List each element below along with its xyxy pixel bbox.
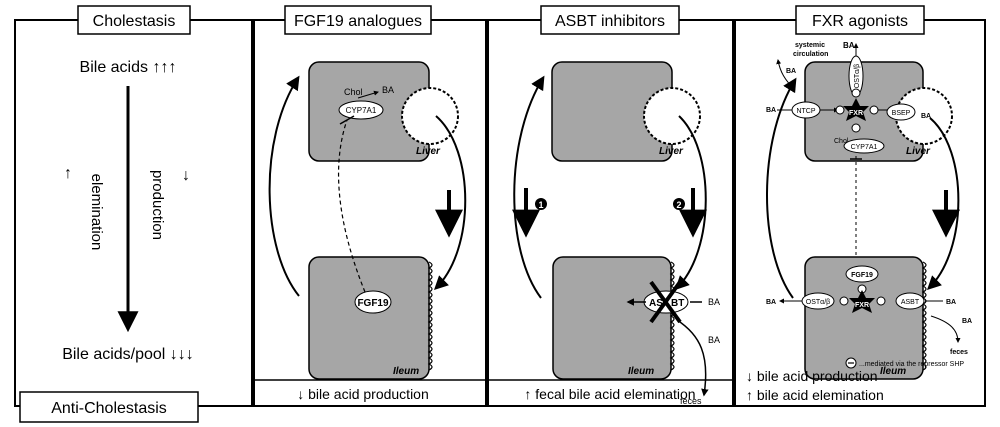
activation-plus-top bbox=[851, 88, 861, 98]
ost-bottom-label: OSTα/β bbox=[806, 299, 830, 306]
secretion-arrow bbox=[675, 115, 707, 290]
panel-cholestasis: Cholestasis Bile acids ↑↑↑ ↑ elemination… bbox=[14, 5, 253, 423]
fxr-footer-production: ↓ bile acid production bbox=[746, 368, 878, 384]
cyp7a1-enzyme bbox=[843, 138, 885, 154]
inhibition-bar bbox=[339, 115, 355, 125]
ileum-label: Ileum bbox=[628, 366, 654, 377]
fgf19-label: FGF19 bbox=[851, 272, 873, 279]
return-arrow bbox=[268, 75, 300, 297]
title-box bbox=[795, 5, 925, 35]
anti-cholestasis-label: Anti-Cholestasis bbox=[51, 400, 167, 417]
production-label: production bbox=[149, 170, 166, 240]
return-arrow bbox=[513, 75, 545, 299]
ba-bsep-label: BA bbox=[921, 113, 931, 120]
shp-note: ...mediated via the repressor SHP bbox=[859, 361, 964, 368]
fxr-ileum-label: FXR bbox=[855, 302, 869, 309]
return-arrow bbox=[766, 77, 797, 299]
step-2-marker bbox=[673, 198, 685, 210]
ileum-villi bbox=[921, 261, 927, 371]
ba-feces-label: BA bbox=[708, 335, 720, 345]
secretion-arrow bbox=[926, 117, 960, 290]
bile-acids-pool-label: Bile acids/pool ↓↓↓ bbox=[62, 346, 194, 363]
feces-label: feces bbox=[680, 396, 702, 406]
chol-label: Chol bbox=[834, 138, 849, 145]
ileum-cell bbox=[308, 256, 430, 380]
elimination-up-arrow: ↑ bbox=[64, 165, 72, 182]
ba-label: BA bbox=[382, 85, 394, 95]
liver-label: Liver bbox=[906, 146, 931, 157]
ba-systemic-label: BA bbox=[786, 68, 796, 75]
ileum-label: Ileum bbox=[393, 366, 419, 377]
cyp7a1-enzyme bbox=[338, 100, 384, 120]
title-box bbox=[77, 5, 191, 35]
panel-frame bbox=[14, 19, 253, 407]
feces-label: feces bbox=[950, 349, 968, 356]
footer-box bbox=[19, 391, 199, 423]
ost-top-label: OSTα/β bbox=[854, 64, 861, 88]
ileum-label: Ileum bbox=[880, 366, 906, 377]
bsep-label: BSEP bbox=[892, 110, 911, 117]
activation-plus-asbt bbox=[876, 296, 886, 306]
asbt-label: ASBT bbox=[901, 299, 920, 306]
liver-label: Liver bbox=[416, 146, 441, 157]
cyp7a1-label: CYP7A1 bbox=[851, 144, 878, 151]
panel-title: ASBT inhibitors bbox=[555, 13, 665, 30]
step-1-marker bbox=[535, 198, 547, 210]
title-box bbox=[540, 5, 680, 35]
systemic-label: systemic bbox=[795, 42, 825, 49]
bile-acids-high-label: Bile acids ↑↑↑ bbox=[80, 59, 177, 76]
cyp7a1-label: CYP7A1 bbox=[346, 106, 377, 115]
fgf19-protein bbox=[845, 265, 879, 283]
ba-lumen-label: BA bbox=[708, 297, 720, 307]
fgf19-signal-line bbox=[337, 119, 366, 293]
panel-title: FGF19 analogues bbox=[294, 13, 422, 30]
title-box bbox=[284, 5, 432, 35]
fgf19-protein bbox=[354, 290, 392, 314]
fxr-liver-label: FXR bbox=[849, 110, 863, 117]
fgf19-footer: ↓ bile acid production bbox=[297, 386, 429, 402]
asbt-as-label: AS bbox=[649, 298, 663, 309]
ileum-villi bbox=[669, 261, 675, 371]
activation-plus-ost bbox=[839, 296, 849, 306]
fecal-excretion-arrow bbox=[676, 319, 709, 397]
fxr-star-ileum bbox=[849, 290, 875, 313]
ileum-villi bbox=[427, 261, 433, 371]
ba-left-label: BA bbox=[766, 107, 776, 114]
chol-label: Chol bbox=[344, 87, 363, 97]
ba-top-label: BA bbox=[843, 41, 855, 50]
production-down-arrow: ↓ bbox=[182, 167, 190, 184]
chol-to-ba-arrow bbox=[357, 90, 379, 99]
repression-minus bbox=[851, 123, 861, 133]
panel-title: FXR agonists bbox=[812, 13, 908, 30]
panel-fgf19: FGF19 analogues Chol BA CYP7A1 Liver FGF… bbox=[253, 5, 487, 407]
asbt-transporter bbox=[895, 292, 925, 310]
asbt-footer: ↑ fecal bile acid elemination bbox=[524, 386, 695, 402]
ntcp-label: NTCP bbox=[796, 108, 815, 115]
activation-plus-right bbox=[869, 105, 879, 115]
bile-canaliculus bbox=[401, 87, 459, 145]
fecal-arrow bbox=[930, 315, 961, 343]
step-1-label: 1 bbox=[538, 200, 543, 210]
liver-label: Liver bbox=[659, 146, 684, 157]
ba-feces-label: BA bbox=[962, 318, 972, 325]
step-2-label: 2 bbox=[676, 200, 681, 210]
bsep-transporter bbox=[886, 103, 916, 121]
ba-ileum-right-label: BA bbox=[946, 299, 956, 306]
fgf19-label: FGF19 bbox=[357, 298, 389, 309]
bile-canaliculus bbox=[643, 87, 701, 145]
fxr-star-liver bbox=[843, 98, 869, 121]
circulation-label: circulation bbox=[793, 51, 828, 58]
secretion-arrow bbox=[433, 115, 467, 290]
ba-ileum-left-label: BA bbox=[766, 299, 776, 306]
panel-title: Cholestasis bbox=[93, 13, 176, 30]
ileum-cell bbox=[552, 256, 672, 380]
activation-plus-left bbox=[835, 105, 845, 115]
panel-fxr: FXR agonists Liver systemic circulation … bbox=[734, 5, 986, 407]
elimination-label: elemination bbox=[88, 174, 105, 251]
ileum-cell bbox=[804, 256, 924, 380]
asbt-bt-label: BT bbox=[671, 298, 684, 309]
fxr-footer-elimination: ↑ bile acid elemination bbox=[746, 387, 884, 403]
panel-asbt: ASBT inhibitors Liver Ileum AS BT BA BA … bbox=[487, 5, 734, 407]
